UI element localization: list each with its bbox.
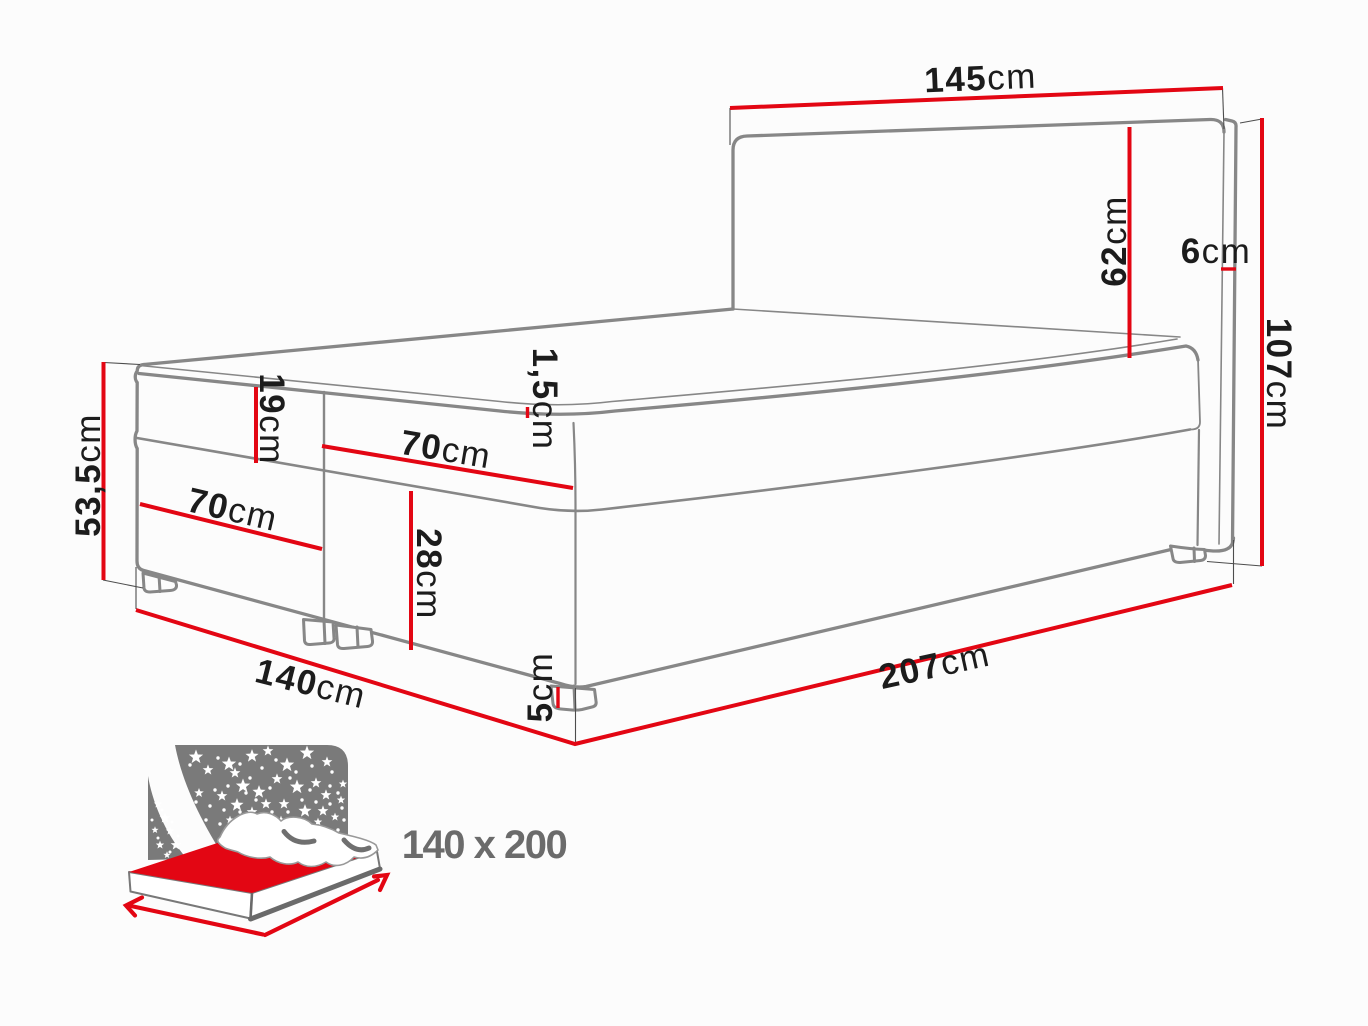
svg-text:62cm: 62cm <box>1095 195 1134 287</box>
svg-text:28cm: 28cm <box>409 528 448 620</box>
svg-text:19cm: 19cm <box>252 373 291 465</box>
svg-text:107cm: 107cm <box>1259 318 1298 431</box>
svg-text:6cm: 6cm <box>1181 232 1252 271</box>
svg-text:145cm: 145cm <box>923 57 1037 101</box>
svg-text:1,5cm: 1,5cm <box>525 348 564 451</box>
svg-text:70cm: 70cm <box>398 423 495 477</box>
svg-text:5cm: 5cm <box>521 652 560 723</box>
svg-text:53,5cm: 53,5cm <box>69 413 108 537</box>
svg-text:140 x 200: 140 x 200 <box>402 823 567 867</box>
